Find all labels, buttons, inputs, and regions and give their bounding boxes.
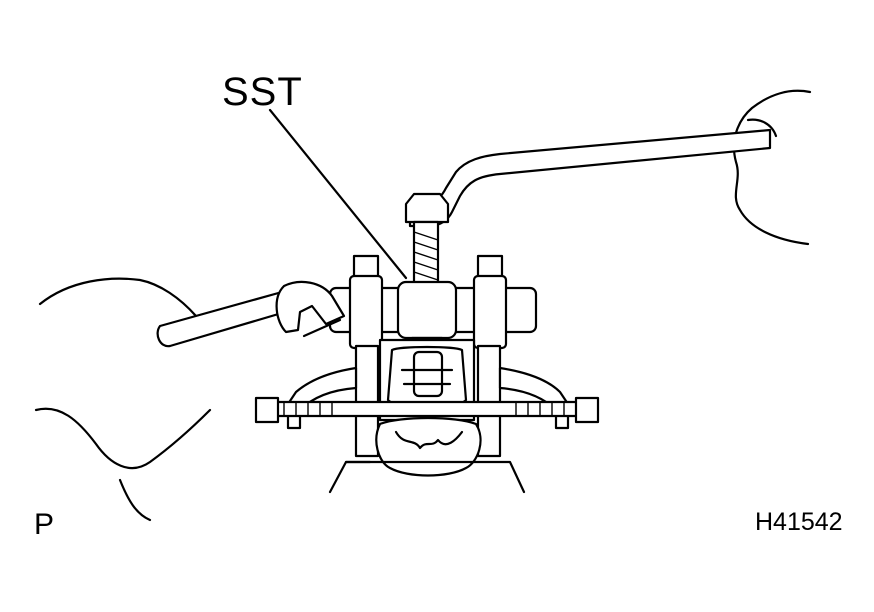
base xyxy=(328,460,526,494)
adjustable-wrench xyxy=(156,280,346,348)
right-hook xyxy=(498,366,570,430)
left-hand xyxy=(34,277,212,522)
figure-id-label: H41542 xyxy=(755,508,843,536)
hub-body xyxy=(378,338,476,422)
sst-leader-line xyxy=(268,108,408,280)
knuckle xyxy=(375,416,482,477)
left-hook xyxy=(286,366,358,430)
long-wrench xyxy=(408,128,772,228)
right-hand xyxy=(732,89,812,246)
left-leg xyxy=(348,254,384,458)
sst-label: SST xyxy=(222,70,303,114)
corner-label: P xyxy=(34,508,55,541)
right-leg xyxy=(472,254,508,458)
side-rod xyxy=(254,396,600,424)
